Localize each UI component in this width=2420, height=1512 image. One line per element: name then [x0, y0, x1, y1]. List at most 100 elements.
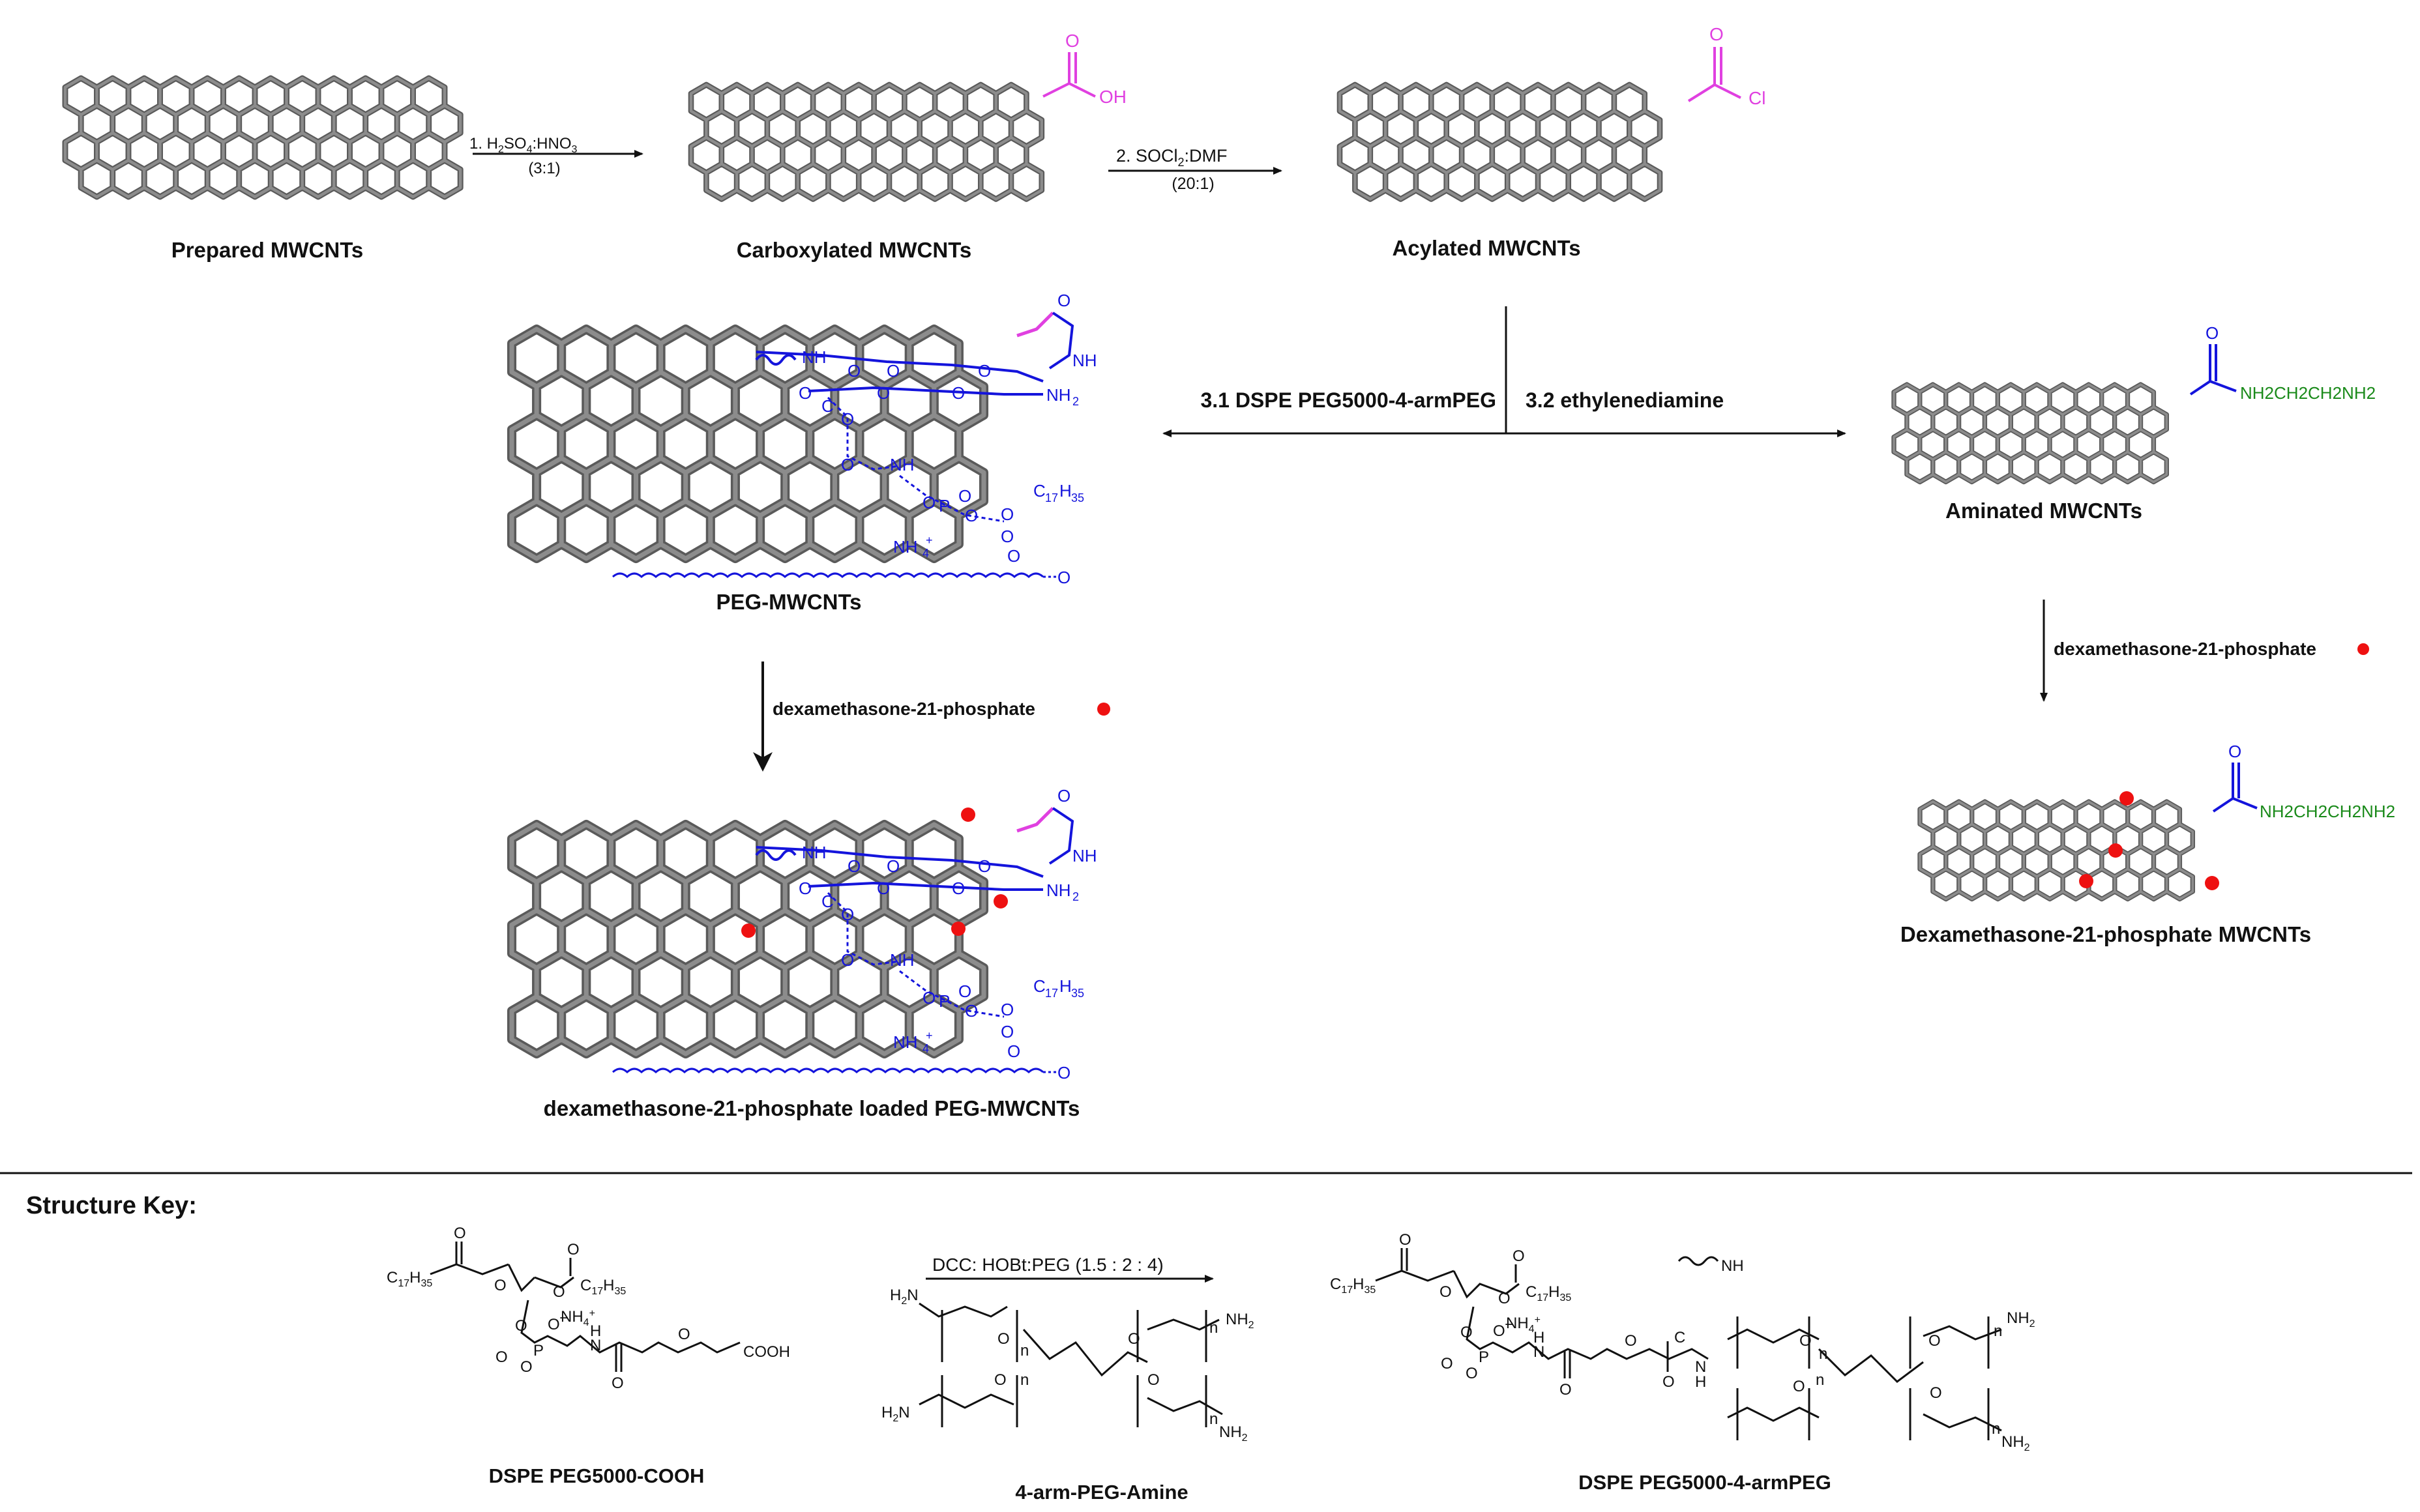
structure-4arm-labels: H2N O n O n NH2 H2N O n O n NH2 — [881, 1287, 1254, 1444]
aminated-mwcnt-tube — [1891, 382, 2169, 485]
svg-text:O: O — [1930, 1384, 1942, 1402]
dex-dots-right — [2079, 791, 2219, 890]
svg-text:O: O — [1147, 1371, 1160, 1389]
svg-text:O: O — [997, 1330, 1010, 1348]
svg-text:O: O — [1399, 1231, 1411, 1249]
svg-text:O: O — [952, 879, 965, 898]
svg-text:C: C — [1033, 481, 1046, 501]
loaded-peg-mwcnt-tube — [507, 819, 989, 1059]
svg-text:4: 4 — [922, 1042, 929, 1055]
svg-text:H2N: H2N — [881, 1404, 910, 1424]
svg-text:P: P — [939, 496, 950, 516]
svg-text:O: O — [1001, 1022, 1014, 1041]
svg-text:n: n — [1992, 1420, 2000, 1438]
svg-text:4: 4 — [922, 547, 929, 560]
svg-text:NH: NH — [1072, 846, 1097, 865]
dex-marker-left — [1097, 703, 1110, 716]
svg-text:C17H35: C17H35 — [1526, 1283, 1571, 1303]
carboxyl-group: O OH — [1042, 31, 1127, 107]
svg-text:NH: NH — [890, 950, 915, 970]
reagent-dex-right: dexamethasone-21-phosphate — [2054, 639, 2316, 659]
svg-text:N: N — [1695, 1358, 1706, 1376]
svg-text:O: O — [952, 383, 965, 403]
acylated-label: Acylated MWCNTs — [1392, 236, 1580, 260]
structure-dspe-4arm-labels: C17H35 O O O O C17H35 O P O − NH4+ O O H… — [1330, 1231, 2035, 1453]
svg-text:H: H — [1059, 481, 1072, 501]
svg-text:O: O — [2206, 323, 2219, 343]
svg-text:NH4+: NH4+ — [1506, 1315, 1541, 1335]
ethylenediamine-group-top: NH2CH2CH2NH2 — [2240, 383, 2376, 403]
key-title: Structure Key: — [26, 1192, 197, 1219]
svg-text:H: H — [1533, 1329, 1544, 1346]
svg-text:O: O — [841, 950, 854, 970]
svg-text:O: O — [1662, 1373, 1675, 1391]
svg-text:O: O — [520, 1358, 533, 1376]
svg-text:NH: NH — [893, 1032, 918, 1052]
svg-text:O: O — [1007, 546, 1020, 566]
acyl-chloride-group: O Cl — [1687, 24, 1765, 108]
svg-text:O: O — [1057, 786, 1070, 806]
svg-text:n: n — [1020, 1371, 1029, 1389]
svg-text:NH: NH — [802, 843, 827, 862]
svg-text:O: O — [612, 1374, 624, 1392]
reagent-dex-left: dexamethasone-21-phosphate — [773, 699, 1035, 719]
svg-text:Cl: Cl — [1749, 88, 1765, 108]
svg-text:N: N — [590, 1337, 601, 1354]
reagent-step32: 3.2 ethylenediamine — [1526, 388, 1724, 412]
svg-text:C: C — [1033, 976, 1046, 996]
key-reaction: DCC: HOBt:PEG (1.5 : 2 : 4) — [932, 1255, 1164, 1275]
svg-text:n: n — [1209, 1410, 1218, 1428]
svg-text:O: O — [841, 455, 854, 474]
svg-text:O: O — [1065, 31, 1080, 51]
carboxylated-label: Carboxylated MWCNTs — [737, 238, 972, 262]
svg-text:O: O — [1439, 1283, 1452, 1301]
svg-text:O: O — [567, 1241, 580, 1258]
svg-text:C17H35: C17H35 — [580, 1277, 626, 1297]
svg-text:35: 35 — [1071, 987, 1084, 1000]
svg-text:n: n — [1994, 1322, 2002, 1340]
svg-text:O: O — [495, 1348, 508, 1366]
svg-text:O: O — [958, 981, 971, 1001]
svg-text:NH: NH — [1072, 351, 1097, 370]
svg-text:n: n — [1209, 1319, 1218, 1337]
key-s1-label: DSPE PEG5000-COOH — [489, 1464, 705, 1487]
ethylenediamine-group-bottom: NH2CH2CH2NH2 — [2260, 802, 2395, 821]
svg-text:C: C — [1674, 1329, 1685, 1346]
svg-text:O: O — [978, 361, 991, 381]
amide-group-bottom: O NH2CH2CH2NH2 — [2212, 742, 2395, 821]
svg-text:2: 2 — [1072, 890, 1079, 903]
svg-text:O: O — [454, 1225, 466, 1242]
svg-text:−: − — [559, 1309, 568, 1327]
svg-text:NH2: NH2 — [2001, 1433, 2030, 1453]
svg-text:C17H35: C17H35 — [387, 1269, 432, 1289]
svg-text:−: − — [1505, 1316, 1514, 1333]
structure-4arm-peg-amine — [919, 1302, 1223, 1427]
svg-text:O: O — [922, 988, 936, 1008]
reagent-step31: 3.1 DSPE PEG5000-4-armPEG — [1200, 388, 1496, 412]
svg-text:NH: NH — [1721, 1257, 1744, 1275]
svg-text:H: H — [590, 1322, 601, 1340]
svg-text:O: O — [2228, 742, 2241, 761]
structure-dspe-peg-cooh — [430, 1242, 741, 1372]
peg-label: PEG-MWCNTs — [716, 590, 861, 614]
svg-text:NH: NH — [1046, 385, 1071, 405]
svg-text:NH2: NH2 — [1219, 1423, 1248, 1444]
amide-group-top: O NH2CH2CH2NH2 — [2189, 323, 2376, 403]
structure-dspe-peg-cooh-labels: C17H35 O O O O C17H35 O P O − NH4+ O O H… — [387, 1225, 790, 1392]
svg-text:n: n — [1020, 1342, 1029, 1359]
svg-text:O: O — [515, 1317, 527, 1335]
dex-mwcnt-label: Dexamethasone-21-phosphate MWCNTs — [1900, 922, 2311, 946]
loaded-peg-label: dexamethasone-21-phosphate loaded PEG-MW… — [544, 1096, 1080, 1120]
svg-text:P: P — [533, 1342, 544, 1359]
svg-text:+: + — [926, 534, 933, 547]
svg-text:O: O — [841, 905, 854, 924]
svg-text:O: O — [877, 879, 890, 898]
svg-text:O: O — [1001, 527, 1014, 546]
aminated-label: Aminated MWCNTs — [1945, 499, 2142, 523]
svg-text:C: C — [821, 396, 834, 416]
svg-text:O: O — [1466, 1365, 1478, 1382]
svg-text:O: O — [799, 383, 812, 403]
svg-text:35: 35 — [1071, 491, 1084, 504]
